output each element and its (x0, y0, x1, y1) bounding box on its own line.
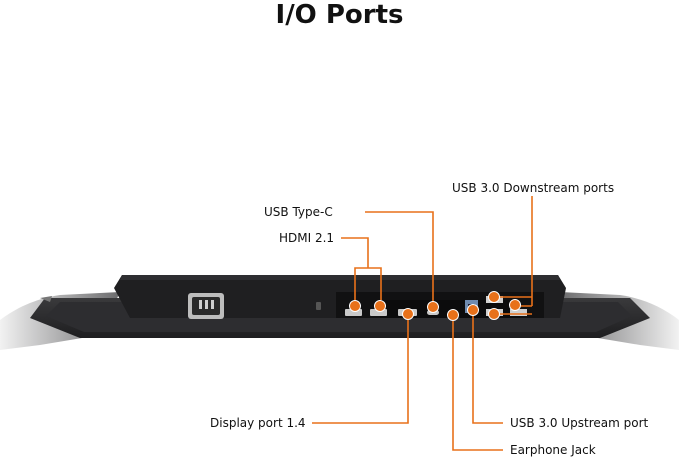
label-usb-upstream: USB 3.0 Upstream port (510, 416, 649, 430)
callout-markers (349, 291, 521, 321)
callout-lines (312, 196, 533, 451)
lock-slot-icon (316, 302, 321, 310)
power-socket-icon (188, 293, 224, 319)
label-earphone: Earphone Jack (510, 443, 596, 457)
label-hdmi: HDMI 2.1 (279, 231, 335, 245)
label-usb-downstream: USB 3.0 Downstream ports (452, 181, 615, 195)
page-title: I/O Ports (275, 0, 404, 30)
label-display-port: Display port 1.4 (210, 416, 306, 430)
label-usb-type-c: USB Type-C (264, 205, 333, 219)
